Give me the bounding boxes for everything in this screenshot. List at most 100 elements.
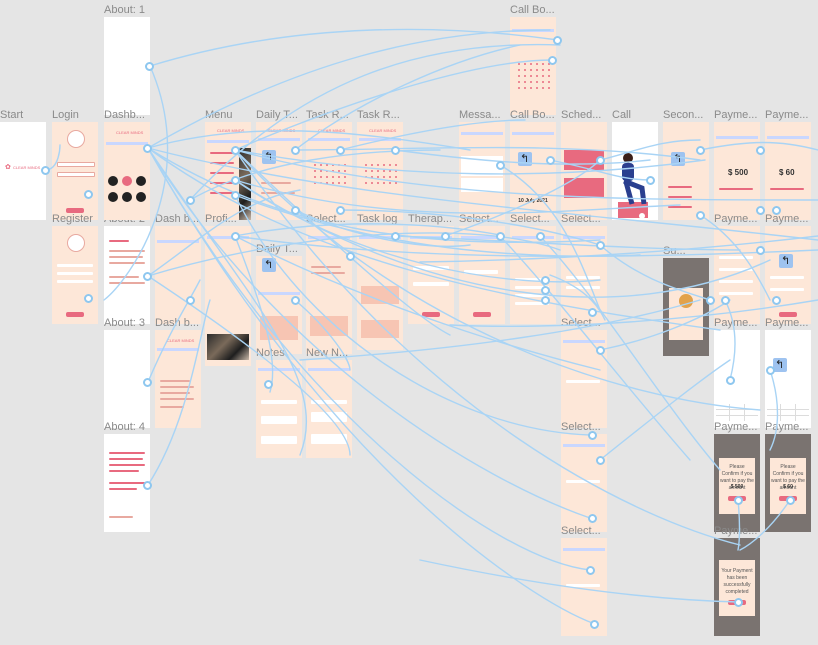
keypad-key[interactable] xyxy=(795,410,809,415)
connection-handle[interactable] xyxy=(588,308,597,317)
connection-handle[interactable] xyxy=(231,232,240,241)
name-field[interactable] xyxy=(57,264,93,267)
connection-handle[interactable] xyxy=(336,146,345,155)
keypad-key[interactable] xyxy=(781,410,795,415)
connection-handle[interactable] xyxy=(291,206,300,215)
connection-handle[interactable] xyxy=(588,514,597,523)
keypad-key[interactable] xyxy=(781,416,795,421)
back-arrow-icon[interactable] xyxy=(773,358,787,372)
connection-handle[interactable] xyxy=(186,296,195,305)
nav-band xyxy=(716,136,758,139)
connection-handle[interactable] xyxy=(696,146,705,155)
frame-title: Login xyxy=(52,109,79,121)
form-field[interactable] xyxy=(770,288,804,291)
connection-handle[interactable] xyxy=(726,376,735,385)
text-line xyxy=(109,458,143,460)
connection-handle[interactable] xyxy=(143,144,152,153)
connection-handle[interactable] xyxy=(143,378,152,387)
connection-handle[interactable] xyxy=(734,496,743,505)
password-field[interactable] xyxy=(57,172,95,177)
connection-handle[interactable] xyxy=(391,232,400,241)
connection-handle[interactable] xyxy=(541,296,550,305)
connection-handle[interactable] xyxy=(336,206,345,215)
connection-handle[interactable] xyxy=(646,176,655,185)
frame-about-4[interactable]: About: 4 xyxy=(104,421,150,532)
connection-handle[interactable] xyxy=(143,481,152,490)
connection-handle[interactable] xyxy=(596,156,605,165)
connection-handle[interactable] xyxy=(391,146,400,155)
connection-handle[interactable] xyxy=(496,161,505,170)
connection-handle[interactable] xyxy=(291,296,300,305)
register-button[interactable] xyxy=(66,312,84,317)
connection-handle[interactable] xyxy=(231,191,240,200)
keypad-key[interactable] xyxy=(795,404,809,409)
frame-start[interactable]: Start ✿ CLEAR MINDS xyxy=(0,109,46,220)
avatar xyxy=(67,234,85,252)
connection-handle[interactable] xyxy=(84,190,93,199)
connection-handle[interactable] xyxy=(734,598,743,607)
connection-handle[interactable] xyxy=(772,296,781,305)
connection-handle[interactable] xyxy=(143,272,152,281)
text-line xyxy=(109,464,145,466)
back-arrow-glyph-icon: ↰ xyxy=(775,359,785,371)
connection-handle[interactable] xyxy=(441,232,450,241)
connection-handle[interactable] xyxy=(756,146,765,155)
keypad-key[interactable] xyxy=(744,416,758,421)
avatar xyxy=(67,130,85,148)
connection-handle[interactable] xyxy=(548,56,557,65)
connection-handle[interactable] xyxy=(766,366,775,375)
connection-handle[interactable] xyxy=(786,496,795,505)
text-line xyxy=(109,482,145,484)
text-line xyxy=(109,488,137,490)
connection-handle[interactable] xyxy=(145,62,154,71)
login-button[interactable] xyxy=(66,208,84,213)
connection-handle[interactable] xyxy=(536,232,545,241)
form-field[interactable] xyxy=(770,276,804,279)
connection-handle[interactable] xyxy=(696,211,705,220)
frame-login[interactable]: Login xyxy=(52,109,98,220)
connection-handle[interactable] xyxy=(756,206,765,215)
connection-handle[interactable] xyxy=(231,146,240,155)
email-field[interactable] xyxy=(57,272,93,275)
text-line xyxy=(109,516,133,518)
frame-about-3[interactable]: About: 3 xyxy=(104,317,150,428)
connection-handle[interactable] xyxy=(546,156,555,165)
keypad-key[interactable] xyxy=(744,410,758,415)
connection-handle[interactable] xyxy=(596,241,605,250)
frame-title: About: 4 xyxy=(104,421,145,433)
frame-register[interactable]: Register xyxy=(52,213,98,324)
connection-handle[interactable] xyxy=(264,380,273,389)
confirm-amount: $ 60 xyxy=(783,484,793,490)
text-line xyxy=(109,452,145,454)
connection-handle[interactable] xyxy=(588,431,597,440)
password-field[interactable] xyxy=(57,280,93,283)
connection-handle[interactable] xyxy=(553,36,562,45)
connection-handle[interactable] xyxy=(756,246,765,255)
connection-handle[interactable] xyxy=(586,566,595,575)
text-line xyxy=(109,470,139,472)
connection-handle[interactable] xyxy=(596,346,605,355)
connection-handle[interactable] xyxy=(84,294,93,303)
connection-handle[interactable] xyxy=(346,252,355,261)
keypad-key[interactable] xyxy=(781,404,795,409)
connection-handle[interactable] xyxy=(541,286,550,295)
connection-handle[interactable] xyxy=(721,296,730,305)
keypad-key[interactable] xyxy=(795,416,809,421)
connection-handle[interactable] xyxy=(186,196,195,205)
brain-logo-icon: ✿ xyxy=(5,164,11,171)
brand-name: CLEAR MINDS xyxy=(13,165,41,170)
frame-title: About: 3 xyxy=(104,317,145,329)
connection-handle[interactable] xyxy=(41,166,50,175)
connection-handle[interactable] xyxy=(291,146,300,155)
frame-title: Sched... xyxy=(561,109,602,121)
frame-title: About: 1 xyxy=(104,4,145,16)
connection-handle[interactable] xyxy=(772,206,781,215)
connection-handle[interactable] xyxy=(541,276,550,285)
connection-handle[interactable] xyxy=(496,232,505,241)
frame-title: Start xyxy=(0,109,24,121)
connection-handle[interactable] xyxy=(706,296,715,305)
connection-handle[interactable] xyxy=(590,620,599,629)
connection-handle[interactable] xyxy=(231,176,240,185)
connection-handle[interactable] xyxy=(596,456,605,465)
